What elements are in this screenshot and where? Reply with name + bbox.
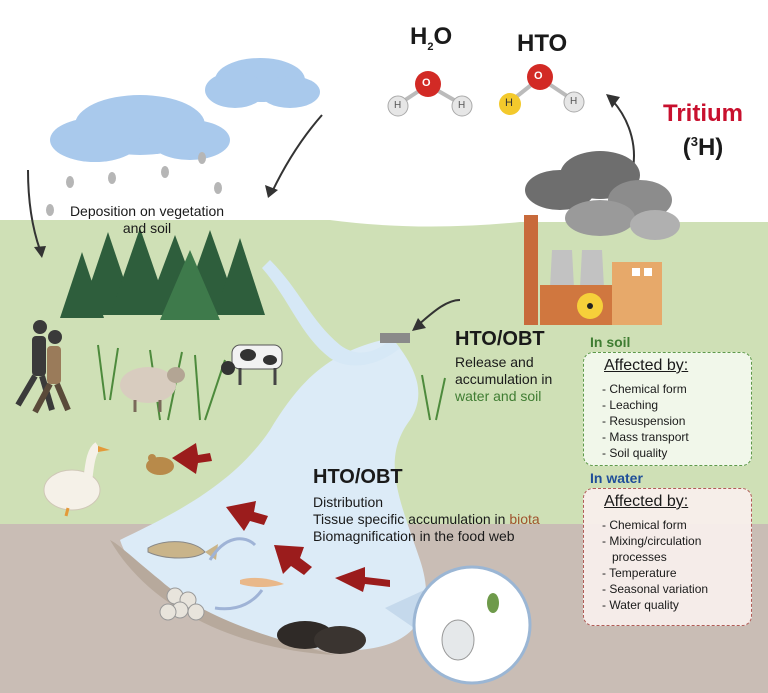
hto-tritium-atom-label: H: [505, 97, 513, 109]
tritium-name: Tritium: [662, 100, 743, 127]
frog: [146, 454, 174, 475]
hto-label: HTO: [517, 30, 568, 57]
hto-hydrogen-atom-label: H: [570, 96, 578, 107]
water-panel-title: Affected by:: [604, 493, 689, 510]
list-item: Soil quality: [602, 445, 689, 461]
list-item: Leaching: [602, 397, 689, 413]
soil-panel-title: Affected by:: [604, 357, 689, 374]
release-block: HTO/OBT Release and accumulation in wate…: [455, 328, 553, 404]
distribution-header: HTO/OBT: [313, 466, 403, 488]
water-factor-list: Chemical form Mixing/circulation process…: [602, 517, 708, 613]
sheep: [120, 367, 185, 412]
deposition-label: Deposition on vegetation and soil: [69, 203, 225, 236]
list-item: Temperature: [602, 565, 708, 581]
h2o-molecule: [387, 71, 473, 117]
river-stream: [262, 260, 400, 366]
tritium-symbol: (3H): [682, 134, 724, 161]
power-plant: [380, 215, 662, 343]
in-water-heading: In water: [590, 470, 643, 486]
arrow-heads: [34, 94, 620, 331]
aquatic-organisms: [147, 537, 366, 654]
list-item: Mixing/circulation: [602, 533, 708, 549]
hto-oxygen-atom-label: O: [534, 70, 543, 82]
list-item: Seasonal variation: [602, 581, 708, 597]
list-item: Chemical form: [602, 381, 689, 397]
river-water: [120, 338, 426, 651]
tritium-label: Tritium (3H): [648, 100, 758, 162]
list-item: Mass transport: [602, 429, 688, 445]
plankton-zoom-circle: [412, 565, 532, 685]
forest: [60, 228, 265, 320]
soil-factors-panel: Affected by: Chemical form Leaching Resu…: [583, 352, 752, 466]
water-factors-panel: Affected by: Chemical form Mixing/circul…: [583, 488, 752, 626]
list-item: Water quality: [602, 597, 708, 613]
soil-factor-list: Chemical form Leaching Resuspension Mass…: [602, 381, 689, 461]
in-soil-heading: In soil: [590, 334, 631, 350]
list-item: Resuspension: [602, 413, 689, 429]
goose: [43, 442, 110, 517]
hto-molecule: [499, 64, 585, 115]
list-item: Chemical form: [602, 517, 708, 533]
h2o-hydrogen-left-label: H: [394, 100, 402, 111]
rain-drops: [46, 152, 222, 216]
release-header: HTO/OBT: [455, 328, 545, 350]
h2o-oxygen-atom-label: O: [422, 77, 431, 89]
distribution-block: HTO/OBT Distribution Tissue specific acc…: [313, 466, 540, 544]
biomagnification-arrows: [172, 443, 390, 592]
h2o-label: H2O: [410, 23, 453, 53]
cow: [221, 344, 283, 385]
smoke-plume: [525, 151, 680, 240]
h2o-hydrogen-right-label: H: [458, 100, 466, 111]
list-item: processes: [612, 550, 667, 564]
rain-clouds: [50, 58, 320, 162]
walking-people: [15, 320, 71, 414]
